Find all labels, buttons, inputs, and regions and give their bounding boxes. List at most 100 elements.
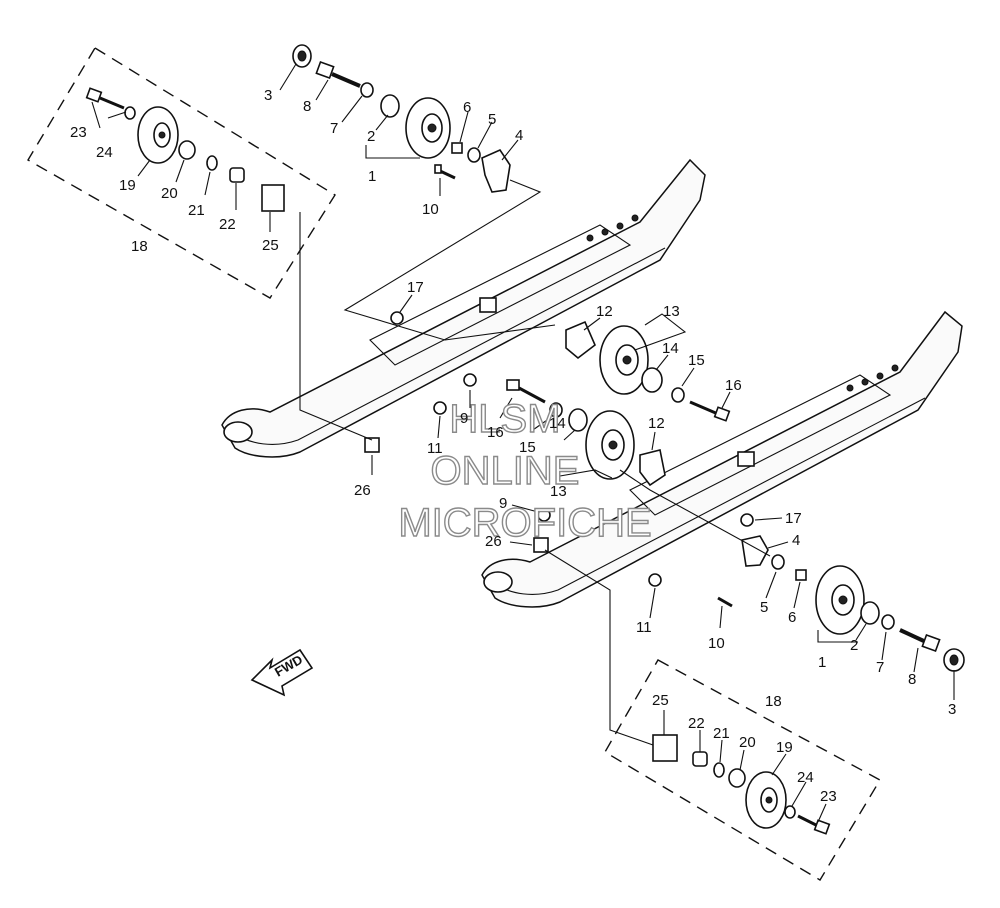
rail-bracket-right	[737, 451, 755, 467]
callout-14-b: 14	[549, 415, 566, 432]
part-14-bearing	[641, 367, 663, 393]
callout-10-b: 10	[708, 635, 725, 652]
callout-26-b: 26	[485, 533, 502, 550]
part-11-nut-b	[648, 573, 662, 587]
callout-9: 9	[460, 410, 468, 427]
part-6-nut	[451, 142, 463, 154]
rail-bracket-left	[479, 297, 497, 313]
part-21-circlip	[206, 155, 218, 171]
part-20-bearing	[178, 140, 196, 160]
callout-17: 17	[407, 279, 424, 296]
callout-22: 22	[219, 216, 236, 233]
part-22-collar-b	[692, 751, 708, 767]
watermark-line3: MICROFICHE	[398, 501, 651, 545]
callout-21: 21	[188, 202, 205, 219]
part-23-bolt	[85, 87, 125, 110]
callout-12-b: 12	[648, 415, 665, 432]
callout-24: 24	[96, 144, 113, 161]
callout-5: 5	[488, 111, 496, 128]
part-21-circlip-b	[713, 762, 725, 778]
callout-16: 16	[725, 377, 742, 394]
part-17-nut-b	[740, 513, 754, 527]
part-14-bearing-b	[568, 408, 588, 432]
part-15-washer	[671, 387, 685, 403]
callout-6: 6	[463, 99, 471, 116]
callout-23-b: 23	[820, 788, 837, 805]
callout-2: 2	[367, 128, 375, 145]
part-17-nut	[390, 311, 404, 325]
part-2-bearing-b	[860, 601, 880, 625]
part-15-washer-b	[549, 402, 563, 418]
callout-6-b: 6	[788, 609, 796, 626]
part-16-bolt	[689, 400, 731, 422]
callout-20-b: 20	[739, 734, 756, 751]
assembly-box-lower	[604, 659, 881, 881]
watermark-line1: HLSM	[449, 397, 560, 441]
part-5-washer	[467, 147, 481, 163]
callout-22-b: 22	[688, 715, 705, 732]
callout-9-b: 9	[499, 495, 507, 512]
callout-11: 11	[427, 440, 443, 457]
callout-21-b: 21	[713, 725, 730, 742]
part-5-washer-b	[771, 554, 785, 570]
callout-8: 8	[303, 98, 311, 115]
callout-14: 14	[662, 340, 679, 357]
callout-3: 3	[264, 87, 272, 104]
callout-2-b: 2	[850, 637, 858, 654]
watermark-line2: ONLINE	[431, 449, 580, 493]
callout-4: 4	[515, 127, 523, 144]
part-16-bolt-b	[506, 379, 546, 404]
callout-15-b: 15	[519, 439, 536, 456]
part-10-screw	[434, 164, 442, 174]
part-26-bolt	[364, 437, 380, 453]
part-4-bracket-b	[741, 535, 769, 567]
callout-20: 20	[161, 185, 178, 202]
callout-1: 1	[368, 168, 376, 185]
callout-13: 13	[663, 303, 680, 320]
part-26-bolt-b	[533, 537, 549, 553]
part-7-washer	[360, 82, 374, 98]
callout-10: 10	[422, 201, 439, 218]
part-11-nut	[433, 401, 447, 415]
callout-18-b: 18	[765, 693, 782, 710]
callout-23: 23	[70, 124, 87, 141]
part-25-block-b	[652, 734, 678, 762]
part-8-bolt-b	[899, 628, 941, 653]
part-12-bushing	[565, 320, 596, 360]
callout-3-b: 3	[948, 701, 956, 718]
assembly-box-upper	[27, 47, 336, 299]
part-12-bushing-b	[639, 449, 666, 487]
part-9-nut	[463, 373, 477, 387]
callout-labels: 3 8 7 2 1 6 5 4 10 23 24 19 20 21 22 25 …	[70, 87, 956, 805]
callout-15: 15	[688, 352, 705, 369]
callout-4-b: 4	[792, 532, 800, 549]
callout-24-b: 24	[797, 769, 814, 786]
callout-18: 18	[131, 238, 148, 255]
part-8-bolt	[315, 60, 361, 88]
callout-12: 12	[596, 303, 613, 320]
callout-16-b: 16	[487, 424, 504, 441]
callout-5-b: 5	[760, 599, 768, 616]
callout-25-b: 25	[652, 692, 669, 709]
callout-11-b: 11	[636, 619, 652, 636]
callout-26: 26	[354, 482, 371, 499]
part-24-washer	[124, 106, 136, 120]
part-24-washer-b	[784, 805, 796, 819]
callout-8-b: 8	[908, 671, 916, 688]
slide-rail-left	[221, 158, 706, 458]
slide-rail-right	[481, 310, 963, 608]
callout-7-b: 7	[876, 659, 884, 676]
part-23-bolt-b	[797, 814, 831, 835]
part-22-collar	[229, 167, 245, 183]
fwd-arrow: FWD	[250, 648, 314, 697]
callout-19-b: 19	[776, 739, 793, 756]
part-7-washer-b	[881, 614, 895, 630]
callout-13-b: 13	[550, 483, 567, 500]
leader-lines	[91, 63, 955, 823]
part-9-nut-b	[537, 508, 551, 522]
callout-25: 25	[262, 237, 279, 254]
callout-1-b: 1	[818, 654, 826, 671]
part-2-bearing	[380, 94, 400, 118]
callout-17-b: 17	[785, 510, 802, 527]
